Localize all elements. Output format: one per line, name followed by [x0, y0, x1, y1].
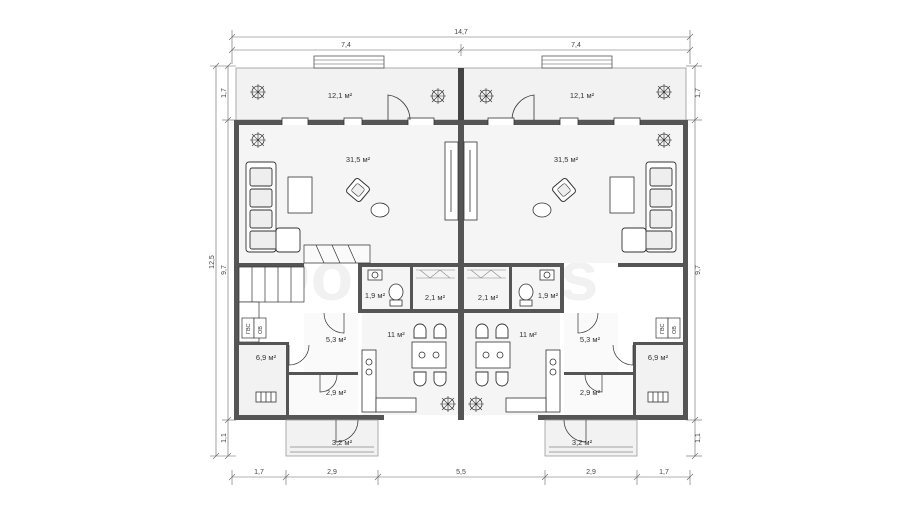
dim-bottom-2: 2,9 [327, 469, 337, 476]
hall-right [564, 313, 618, 375]
area-vest-left: 2,9 м² [326, 388, 347, 397]
area-porch-right: 3,2 м² [572, 438, 593, 447]
area-living-right: 31,5 м² [554, 155, 579, 164]
shower-area [416, 269, 506, 279]
tv-units [444, 141, 478, 221]
plant-icon [467, 395, 485, 413]
label-right-b: ОВ [672, 326, 678, 334]
dim-bottom-3: 5,5 [456, 469, 466, 476]
label-left-b: ОВ [258, 326, 264, 334]
boiler-equipment-left [241, 317, 267, 339]
chair-icon [495, 371, 509, 387]
kitchen-counter-left [361, 349, 417, 413]
dim-right-2: 9,7 [695, 265, 702, 275]
left-dimensions [210, 62, 236, 460]
chair-icon [495, 323, 509, 339]
label-left-a: ГВС [246, 324, 252, 334]
chair-icon [413, 371, 427, 387]
area-kitchen-left: 11 м² [387, 330, 405, 339]
plant-icon [655, 83, 673, 101]
chair-icon [433, 371, 447, 387]
plant-icon [249, 83, 267, 101]
chair-icon [413, 323, 427, 339]
porch-left [285, 419, 379, 457]
right-dimensions [686, 62, 702, 460]
area-vest-right: 2,9 м² [580, 388, 601, 397]
dim-left-1: 1,7 [221, 88, 228, 98]
chair-icon [475, 323, 489, 339]
dim-top-total: 14,7 [454, 29, 468, 36]
dim-right-3: 1,1 [695, 433, 702, 443]
boiler-equipment-right [655, 317, 681, 339]
sofa-right [621, 161, 677, 253]
sink-icon [367, 269, 555, 281]
coffee-table-right [609, 176, 635, 214]
toilet-icon [388, 283, 534, 307]
area-bath-right: 2,1 м² [478, 293, 499, 302]
top-dimensions [228, 30, 694, 64]
dim-right-1: 1,7 [695, 88, 702, 98]
kitchen-counter-right [505, 349, 561, 413]
chair-icon [475, 371, 489, 387]
plant-icon [249, 131, 267, 149]
dim-bottom-1: 1,7 [254, 469, 264, 476]
plant-icon [655, 131, 673, 149]
label-right-a: ГВС [660, 324, 666, 334]
dim-left-3: 1,1 [221, 433, 228, 443]
area-terrace-right: 12,1 м² [570, 91, 595, 100]
area-kitchen-right: 11 м² [519, 330, 537, 339]
bathroom-right [464, 267, 509, 309]
boiler-room-right [636, 345, 683, 415]
area-porch-left: 3,2 м² [332, 438, 353, 447]
area-terrace-left: 12,1 м² [328, 91, 353, 100]
porch-right [544, 419, 638, 457]
plant-icon [429, 87, 447, 105]
vestibule-left [289, 375, 358, 415]
radiator-icon [255, 391, 669, 403]
interior-doors [288, 312, 634, 393]
bathroom-left [413, 267, 458, 309]
bottom-dimensions [228, 470, 694, 485]
dim-left-total: 12,5 [209, 255, 216, 269]
hall-left [304, 313, 358, 375]
dim-bottom-4: 2,9 [586, 469, 596, 476]
area-wc-left: 1,9 м² [365, 291, 386, 300]
dining-table-left [411, 341, 447, 369]
dim-top-right: 7,4 [571, 42, 581, 49]
chair-icon [433, 323, 447, 339]
stair-landing-left [303, 244, 371, 264]
ottoman-left [370, 202, 390, 218]
dining-table-right [475, 341, 511, 369]
area-boiler-left: 6,9 м² [256, 353, 277, 362]
terrace-doors [281, 94, 641, 127]
vestibule-right [564, 375, 633, 415]
terraces [235, 55, 687, 121]
sofa-left [245, 161, 301, 253]
area-bath-left: 2,1 м² [425, 293, 446, 302]
walls-service [239, 342, 683, 415]
area-wc-right: 1,9 м² [538, 291, 559, 300]
plant-icon [477, 87, 495, 105]
coffee-table-left [287, 176, 313, 214]
plant-icon [439, 395, 457, 413]
area-boiler-right: 6,9 м² [648, 353, 669, 362]
boiler-room-left [239, 345, 286, 415]
ottoman-right [532, 202, 552, 218]
area-hall-right: 5,3 м² [580, 335, 601, 344]
dim-left-2: 9,7 [221, 265, 228, 275]
dim-top-left: 7,4 [341, 42, 351, 49]
dim-bottom-5: 1,7 [659, 469, 669, 476]
area-hall-left: 5,3 м² [326, 335, 347, 344]
exterior-walls [234, 120, 688, 420]
area-living-left: 31,5 м² [346, 155, 371, 164]
